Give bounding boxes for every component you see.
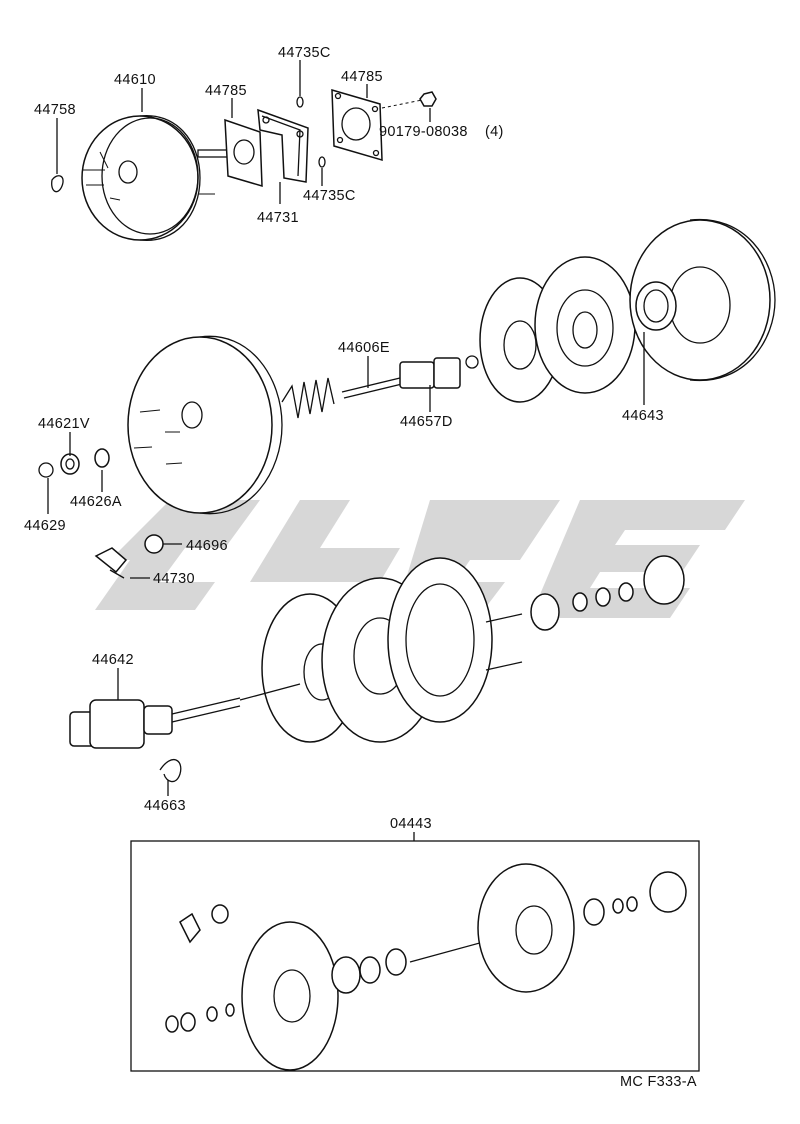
valve-body-44657d [399,355,479,389]
label-44735c-bottom: 44735C [303,188,356,204]
valve-housing-44642 [69,683,301,749]
label-44731: 44731 [257,210,299,226]
label-44621v: 44621V [38,416,90,432]
kit-box-04443 [130,840,700,1072]
gasket-44785b [331,88,383,162]
grommet-44696 [144,534,164,554]
clip-44663 [159,759,182,783]
bracket-44731 [257,108,309,183]
label-44785-left: 44785 [205,83,247,99]
label-44657d: 44657D [400,414,453,430]
lower-seals-stack [530,555,685,631]
label-44730: 44730 [153,571,195,587]
nut-90179 [381,91,437,109]
washer-44626a [94,448,110,468]
return-spring [281,377,335,419]
label-90179-08038: 90179-08038 [379,124,468,140]
seal-44643 [635,281,677,331]
lower-housing [387,557,523,723]
rear-shell [629,218,776,382]
label-44610: 44610 [114,72,156,88]
seal-44621v [60,453,80,475]
label-44629: 44629 [24,518,66,534]
booster-assembly-small [81,115,233,241]
label-04443: 04443 [390,816,432,832]
check-valve-44730 [94,547,128,579]
kit-parts [165,863,687,1071]
label-44785-right: 44785 [341,69,383,85]
label-44663: 44663 [144,798,186,814]
diagram-code: MC F333-A [620,1074,697,1090]
push-rod-44606e [341,377,403,399]
label-44696: 44696 [186,538,228,554]
clevis-pin-44758 [51,175,64,193]
label-90179-qty: (4) [485,124,504,140]
label-44606e: 44606E [338,340,390,356]
booster-front-shell [127,335,283,515]
label-44643: 44643 [622,408,664,424]
label-44626a: 44626A [70,494,122,510]
label-44758: 44758 [34,102,76,118]
label-44735c-top: 44735C [278,45,331,61]
washer-44629 [38,462,54,478]
label-44642: 44642 [92,652,134,668]
seal-44735c [296,96,326,168]
gasket-44785a [224,118,263,188]
diaphragm [534,256,636,394]
